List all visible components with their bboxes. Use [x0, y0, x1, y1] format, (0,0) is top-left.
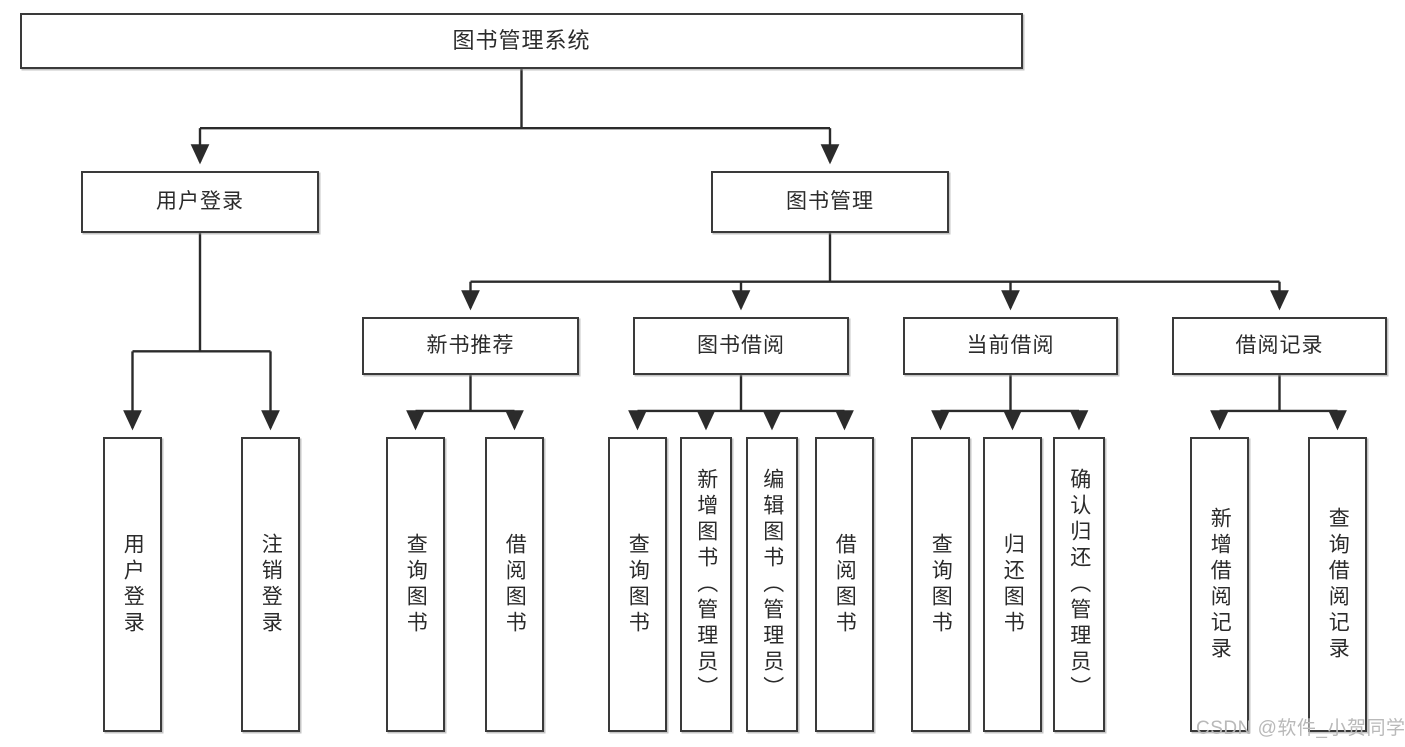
node-records[interactable]: 借阅记录: [1172, 317, 1387, 375]
node-label: 新增图书（管理员）: [694, 467, 718, 702]
node-label: 查询图书: [626, 532, 650, 637]
node-label: 借阅图书: [503, 532, 527, 637]
node-label: 编辑图书（管理员）: [760, 467, 784, 702]
node-label: 用户登录: [121, 532, 145, 637]
node-label: 图书管理系统: [452, 27, 591, 53]
node-leaf-addrec[interactable]: 新增借阅记录: [1190, 437, 1249, 732]
node-leaf-confirm[interactable]: 确认归还（管理员）: [1053, 437, 1105, 732]
node-newbook[interactable]: 新书推荐: [362, 317, 579, 375]
node-label: 确认归还（管理员）: [1067, 467, 1091, 702]
node-current[interactable]: 当前借阅: [903, 317, 1118, 375]
node-label: 新增借阅记录: [1208, 506, 1232, 663]
node-label: 查询图书: [929, 532, 953, 637]
node-label: 借阅记录: [1235, 334, 1324, 358]
node-leaf-q3[interactable]: 查询图书: [911, 437, 970, 732]
node-leaf-login[interactable]: 用户登录: [103, 437, 162, 732]
node-root[interactable]: 图书管理系统: [20, 13, 1023, 69]
node-leaf-b1[interactable]: 借阅图书: [485, 437, 544, 732]
node-leaf-edit[interactable]: 编辑图书（管理员）: [746, 437, 798, 732]
node-borrow[interactable]: 图书借阅: [633, 317, 849, 375]
node-label: 归还图书: [1001, 532, 1025, 637]
node-label: 用户登录: [156, 190, 244, 214]
node-label: 借阅图书: [833, 532, 857, 637]
node-label: 查询图书: [404, 532, 428, 637]
node-label: 新书推荐: [426, 334, 515, 358]
node-bookmgmt[interactable]: 图书管理: [711, 171, 949, 233]
node-label: 图书借阅: [697, 334, 785, 358]
node-login[interactable]: 用户登录: [81, 171, 319, 233]
node-leaf-queryrec[interactable]: 查询借阅记录: [1308, 437, 1367, 732]
node-leaf-return[interactable]: 归还图书: [983, 437, 1042, 732]
node-label: 当前借阅: [966, 334, 1055, 358]
node-leaf-logout[interactable]: 注销登录: [241, 437, 300, 732]
node-leaf-b2[interactable]: 借阅图书: [815, 437, 874, 732]
node-leaf-q2[interactable]: 查询图书: [608, 437, 667, 732]
csdn-watermark: CSDN @软件_小贺同学: [1196, 718, 1405, 739]
node-label: 注销登录: [259, 532, 283, 637]
node-leaf-q1[interactable]: 查询图书: [386, 437, 445, 732]
node-label: 图书管理: [786, 190, 874, 214]
node-leaf-add[interactable]: 新增图书（管理员）: [680, 437, 732, 732]
node-label: 查询借阅记录: [1326, 506, 1350, 663]
